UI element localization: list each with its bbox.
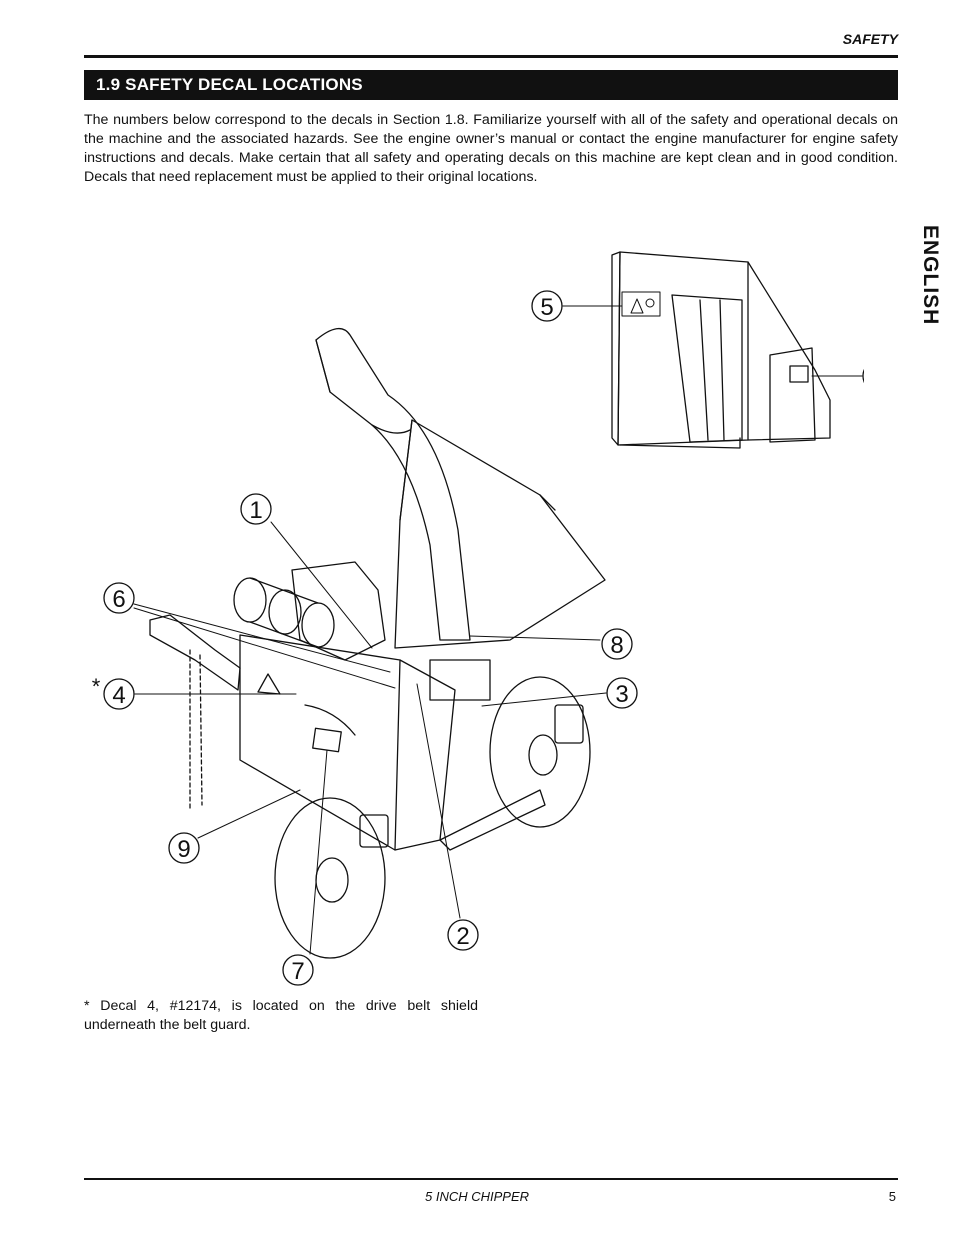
rear-wheel [489,676,591,828]
callout-1: 1 [240,493,272,525]
callout-2: 2 [447,919,479,951]
decal-location-diagram: 1 2 3 4 * 5 6 7 7 8 9 [92,251,864,986]
footer-page-number: 5 [888,1189,896,1204]
tail-light-right [554,704,584,744]
callout-4-asterisk: * [92,674,101,699]
chute-base [429,659,491,701]
inset-hopper-side [747,261,831,441]
inset-frame-plate [769,347,816,443]
svg-text:1: 1 [249,497,262,524]
callout-6: 6 [103,582,135,614]
inset-hopper-cover [671,294,743,443]
callout-5: 5 [531,290,563,322]
svg-text:2: 2 [456,923,469,950]
warning-triangle-icon [630,298,644,314]
inset-hopper-lip [611,251,621,446]
hopper-rear-inset [611,251,831,449]
inset-hopper-outline [617,251,749,446]
inset-decal-5 [621,291,661,317]
top-rule [84,55,898,58]
bottom-rule [84,1178,898,1180]
intro-paragraph: The numbers below correspond to the deca… [84,112,898,185]
svg-text:5: 5 [540,294,553,321]
safety-chain [189,649,203,811]
header-section-label: SAFETY [842,31,898,47]
section-title-bar: 1.9 SAFETY DECAL LOCATIONS [84,70,898,100]
inset-base-flange [619,437,741,449]
svg-text:7: 7 [291,958,304,985]
footer-document-title: 5 INCH CHIPPER [424,1189,530,1204]
belt-guard-housing [239,634,456,851]
callout-9: 9 [168,832,200,864]
svg-text:6: 6 [112,586,125,613]
svg-text:3: 3 [615,681,628,708]
callout-leader-lines [133,305,863,955]
language-side-tab: ENGLISH [919,225,942,326]
belt-guard-decal-triangle [257,673,281,695]
callout-8: 8 [601,628,633,660]
callout-3: 3 [606,677,638,709]
svg-text:8: 8 [610,632,623,659]
front-wheel [274,797,386,959]
discharge-chute [315,328,471,641]
callout-4: 4 * [92,674,135,710]
callout-7-main: 7 [282,954,314,986]
inset-decal-7 [789,365,809,383]
svg-text:4: 4 [112,682,125,709]
tail-light-left [359,814,389,848]
hand-hazard-icon [645,298,655,308]
frame-rails [439,789,546,851]
engine-air-filter [233,577,267,623]
callout-7-inset: 7 [862,369,864,383]
feed-hopper [394,419,606,649]
svg-text:9: 9 [177,836,190,863]
decal-4-footnote: * Decal 4, #12174, is located on the dri… [84,998,478,1033]
chipper-main-view [149,328,606,959]
